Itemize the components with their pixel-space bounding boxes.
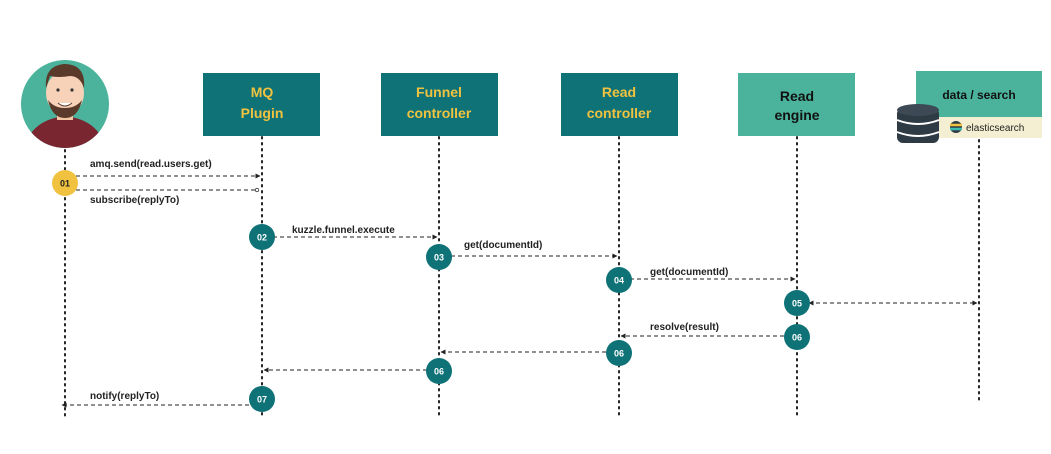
actor-funnel-line1: Funnel bbox=[416, 84, 462, 100]
actor-data-search: data / search elasticsearch bbox=[896, 71, 1042, 143]
lifelines bbox=[64, 136, 980, 419]
message-label-resolve: resolve(result) bbox=[650, 322, 719, 333]
message-arrows bbox=[61, 173, 978, 408]
actor-read-controller-line1: Read bbox=[602, 84, 636, 100]
step-label: 04 bbox=[614, 276, 624, 286]
step-label: 01 bbox=[60, 179, 70, 189]
step-label: 05 bbox=[792, 299, 802, 309]
step-badge: 05 bbox=[784, 290, 810, 316]
user-avatar-icon bbox=[21, 60, 109, 148]
elasticsearch-badge: elasticsearch bbox=[966, 123, 1024, 134]
message-label-subscribe: subscribe(replyTo) bbox=[90, 195, 179, 206]
actor-funnel-line2: controller bbox=[407, 105, 472, 121]
step-badge: 01 bbox=[52, 170, 78, 196]
step-badge: 06 bbox=[606, 340, 632, 366]
step-label: 02 bbox=[257, 233, 267, 243]
step-badge: 03 bbox=[426, 244, 452, 270]
step-badge: 06 bbox=[784, 324, 810, 350]
actor-mq-line2: Plugin bbox=[241, 105, 284, 121]
step-badge: 02 bbox=[249, 224, 275, 250]
message-label-funnel-execute: kuzzle.funnel.execute bbox=[292, 225, 395, 236]
actor-read-engine-line1: Read bbox=[780, 88, 814, 104]
actor-read-engine-line2: engine bbox=[774, 107, 819, 123]
step-label: 06 bbox=[434, 367, 444, 377]
step-label: 06 bbox=[792, 333, 802, 343]
actor-read-controller: Read controller bbox=[561, 73, 678, 136]
message-label-notify: notify(replyTo) bbox=[90, 391, 159, 402]
actor-read-engine: Read engine bbox=[738, 73, 855, 136]
actor-data-search-title: data / search bbox=[942, 88, 1015, 102]
step-badge: 06 bbox=[426, 358, 452, 384]
step-label: 03 bbox=[434, 253, 444, 263]
step-badge: 04 bbox=[606, 267, 632, 293]
actor-mq-line1: MQ bbox=[251, 84, 274, 100]
actor-read-controller-line2: controller bbox=[587, 105, 652, 121]
message-label-get-1: get(documentId) bbox=[464, 240, 542, 251]
actor-mq: MQ Plugin bbox=[203, 73, 320, 136]
actor-funnel: Funnel controller bbox=[381, 73, 498, 136]
step-badge: 07 bbox=[249, 386, 275, 412]
step-label: 07 bbox=[257, 395, 267, 405]
elasticsearch-icon bbox=[950, 121, 962, 133]
step-label: 06 bbox=[614, 349, 624, 359]
database-icon bbox=[896, 104, 940, 143]
message-label-amq-send: amq.send(read.users.get) bbox=[90, 159, 212, 170]
message-label-get-2: get(documentId) bbox=[650, 267, 728, 278]
